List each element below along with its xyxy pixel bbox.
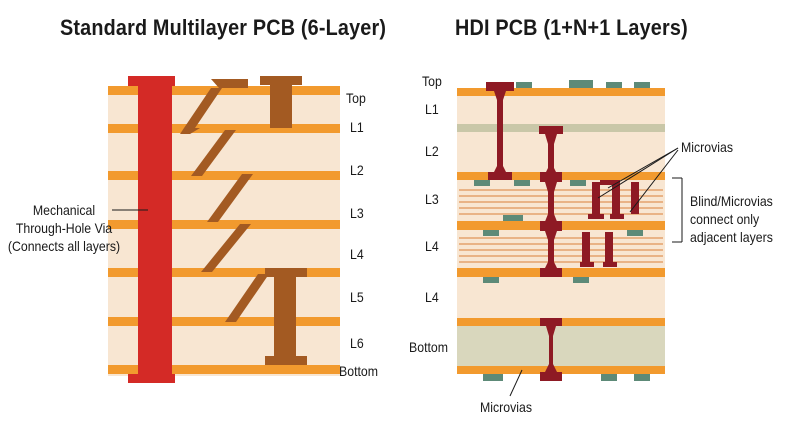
pad [570,180,586,186]
via-annotation-line2: Through-Hole Via [15,220,113,236]
microvia-pad [540,318,562,326]
pad [483,277,499,283]
staggered-trace-group [180,76,307,365]
trace-l1-l2 [191,130,236,176]
buried-via-lower [274,268,296,363]
standard-copper-l1 [108,124,340,133]
standard-layer-label-l6: L6 [350,335,364,351]
pad [516,82,532,88]
hdi-layer-label-top: Top [422,73,442,89]
via-annotation-line3: (Connects all layers) [7,238,121,254]
blind-microvia [605,232,613,262]
standard-pcb-title: Standard Multilayer PCB (6-Layer) [60,15,387,40]
hdi-layer-label-l4: L4 [425,238,439,254]
hdi-layer-label-l2: L2 [425,143,439,159]
standard-copper-top [108,86,340,95]
microvias-top-pointer [629,149,679,213]
blind-annotation-line2: connect only [690,211,760,227]
blind-via-top [270,76,292,128]
hdi-pcb-title: HDI PCB (1+N+1 Layers) [455,15,688,40]
blind-microvia [631,182,639,214]
pad [503,215,523,221]
standard-layer-label-l5: L5 [350,289,364,305]
hdi-layer-label-bottom: Bottom [409,339,449,355]
pad [483,230,499,236]
blind-annotation-line1: Blind/Microvias [690,193,773,209]
hdi-layer-label-l4b: L4 [425,289,439,305]
hdi-fine-traces [459,189,663,263]
hdi-copper-top [457,88,665,96]
hdi-layer-label-l1: L1 [425,101,439,117]
standard-layer-label-bottom: Bottom [339,363,379,379]
microvia-pad [610,214,624,219]
pad [601,374,617,381]
stacked-via-pad [539,126,563,134]
blind-annotation-line3: adjacent layers [690,229,773,245]
standard-layer-label-l4: L4 [350,246,364,262]
microvias-top-pointer [597,147,679,199]
pad [634,374,650,381]
microvias-label-bottom: Microvias [480,399,533,415]
microvia-pad [580,262,594,267]
stacked-via-pad [540,268,562,277]
buried-via-pad-bottom [265,356,307,365]
hdi-pcb-stackup [457,80,683,397]
pad [474,180,490,186]
hdi-copper-bottom [457,366,665,374]
microvia-pad [600,180,620,185]
microvias-bottom-pointer [509,369,523,397]
standard-copper-bottom [108,365,340,374]
pad [573,277,589,283]
trace-l2-l3 [207,174,253,222]
standard-copper-l2 [108,171,340,180]
standard-copper-l5 [108,317,340,326]
standard-copper-l4 [108,268,340,277]
microvia-pad [588,214,604,219]
pad [634,82,650,88]
trace-l3-l4 [201,224,251,272]
pad [569,80,593,88]
blind-microvia [592,182,600,214]
standard-layer-label-l1: L1 [350,119,364,135]
stacked-via-pad [540,221,562,231]
pad [483,374,503,381]
microvia-pad [486,82,514,91]
trace-top-l1 [184,88,222,128]
pad [627,230,643,236]
via-annotation-line1: Mechanical [32,202,96,218]
microvia-pad [488,172,512,180]
standard-copper-l3 [108,220,340,229]
blind-microvia [582,232,590,262]
trace-l4-l5 [225,274,269,322]
trace-top-pad [211,79,248,88]
hdi-annotation-lines [509,147,683,397]
hdi-microvias [486,82,639,381]
stacked-via-pad [540,172,562,182]
mechanical-through-hole-via [138,76,172,383]
stacked-via-segment [544,182,558,224]
microvia-pad [603,262,617,267]
stacked-via-segment [544,231,558,270]
stacked-via-segment [544,134,558,176]
standard-layer-label-l3: L3 [350,205,364,221]
microvias-top-pointer [607,147,679,189]
standard-layer-label-top: Top [346,90,366,106]
standard-pcb-stackup [108,76,340,383]
trace-l1-foot [180,128,200,134]
blind-microvia [612,182,620,214]
standard-layer-label-l2: L2 [350,162,364,178]
hdi-core-bottom [457,326,665,366]
microvia-bottom [544,326,558,374]
microvia-pad [540,372,562,381]
microvia-top-l2 [493,91,507,174]
pad [514,180,530,186]
hdi-layer-label-l3: L3 [425,191,439,207]
pad [606,82,622,88]
microvias-label-top: Microvias [681,139,734,155]
